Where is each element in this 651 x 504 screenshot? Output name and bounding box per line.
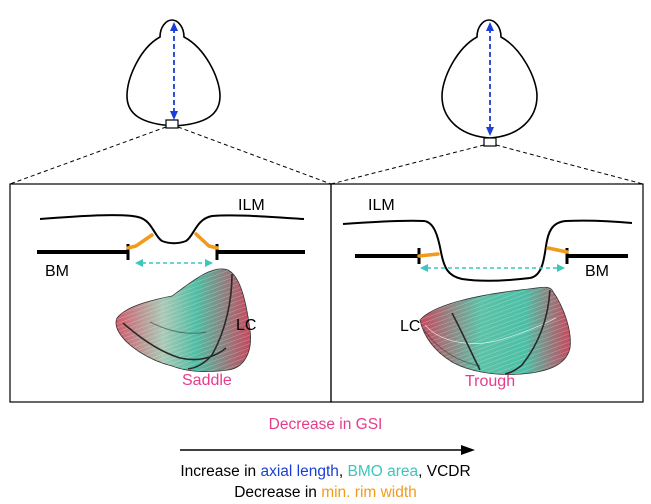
right-lc-label: LC bbox=[400, 318, 420, 335]
left-ilm-label: ILM bbox=[238, 197, 265, 214]
increase-caption: Increase in axial length, BMO area, VCDR bbox=[0, 463, 651, 481]
axial-length-text: axial length bbox=[260, 463, 339, 480]
saddle-label: Saddle bbox=[182, 372, 232, 389]
right-eye bbox=[441, 19, 538, 147]
gsi-caption: Decrease in GSI bbox=[0, 416, 651, 434]
right-bm-label: BM bbox=[585, 263, 609, 280]
left-onh-box bbox=[165, 119, 179, 129]
right-bmo-arrowhead-r bbox=[557, 264, 565, 272]
saddle-panel: ILM BM LC Saddle bbox=[37, 197, 305, 389]
bmo-area-text: BMO area bbox=[347, 463, 419, 480]
left-bmo-arrowhead-l bbox=[135, 259, 143, 267]
decrease-prefix: Decrease in bbox=[234, 484, 322, 501]
right-min-rim-width-left bbox=[417, 252, 440, 258]
right-onh-box bbox=[483, 137, 497, 147]
trough-surface bbox=[419, 286, 571, 375]
left-eye-outline bbox=[126, 19, 221, 127]
left-bm-label: BM bbox=[45, 263, 69, 280]
zoom-connectors bbox=[9, 126, 644, 185]
left-ilm-curve bbox=[39, 214, 305, 245]
left-lc-label: LC bbox=[236, 317, 256, 334]
panels-frame bbox=[9, 183, 644, 403]
increase-prefix: Increase in bbox=[180, 463, 261, 480]
increase-sep1: , bbox=[338, 463, 348, 480]
saddle-surface bbox=[115, 268, 251, 373]
increase-sep2: , VCDR bbox=[418, 463, 471, 480]
left-bmo-arrowhead-r bbox=[205, 259, 213, 267]
left-min-rim-width-left bbox=[126, 233, 154, 250]
decrease-caption: Decrease in min. rim width bbox=[0, 484, 651, 502]
left-arrowhead-up bbox=[170, 22, 178, 31]
right-bmo-arrowhead-l bbox=[420, 264, 428, 272]
right-arrowhead-down bbox=[486, 127, 494, 136]
gsi-caption-text: Decrease in GSI bbox=[268, 416, 383, 433]
trough-panel: ILM BM LC Trough bbox=[342, 197, 633, 390]
trough-label: Trough bbox=[465, 373, 515, 390]
min-rim-width-text: min. rim width bbox=[321, 484, 417, 501]
right-eye-outline bbox=[441, 19, 538, 139]
right-min-rim-width-right bbox=[546, 246, 569, 254]
direction-arrowhead bbox=[461, 445, 475, 455]
right-ilm-label: ILM bbox=[368, 197, 395, 214]
left-arrowhead-down bbox=[170, 111, 178, 120]
right-ilm-curve bbox=[342, 219, 633, 282]
left-eye bbox=[126, 19, 221, 129]
right-arrowhead-up bbox=[486, 22, 494, 31]
left-min-rim-width-right bbox=[194, 232, 219, 250]
